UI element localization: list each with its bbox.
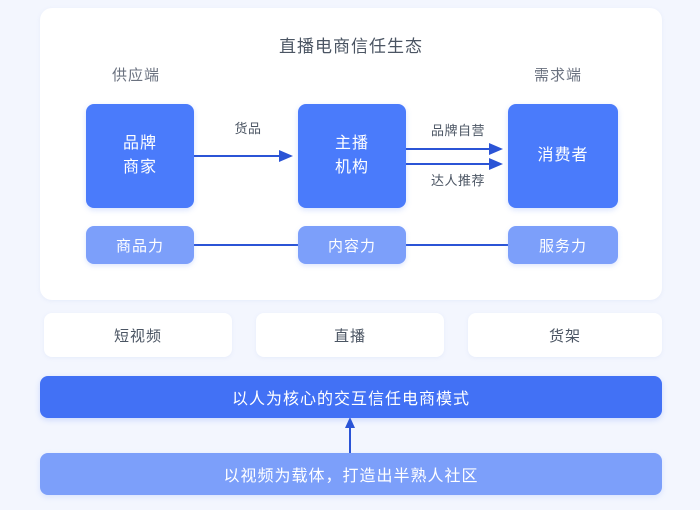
- ecosystem-title: 直播电商信任生态: [279, 37, 423, 56]
- pill-service-power-label: 服务力: [538, 237, 587, 255]
- channel-card-short-video[interactable]: 短视频: [44, 313, 232, 357]
- summary-bar-model-label: 以人为核心的交互信任电商模式: [231, 391, 470, 408]
- arrow-label-brand-self-operated: 品牌自营: [430, 123, 485, 138]
- node-anchor-agency[interactable]: 主播 机构: [298, 104, 406, 208]
- summary-bar-community-label: 以视频为载体，打造出半熟人社区: [223, 468, 479, 485]
- pill-content-power-label: 内容力: [327, 237, 376, 255]
- node-brand-merchant-label: 品牌 商家: [122, 135, 157, 176]
- channel-card-live-stream-label: 直播: [333, 327, 366, 345]
- channel-card-short-video-label: 短视频: [113, 327, 162, 345]
- summary-bar-model[interactable]: 以人为核心的交互信任电商模式: [40, 376, 662, 418]
- pill-content-power[interactable]: 内容力: [298, 226, 406, 264]
- summary-bar-community[interactable]: 以视频为载体，打造出半熟人社区: [40, 453, 662, 495]
- channel-card-shelf[interactable]: 货架: [468, 313, 662, 357]
- demand-side-label: 需求端: [533, 67, 582, 84]
- channel-card-shelf-label: 货架: [548, 327, 581, 345]
- node-consumer-label: 消费者: [537, 147, 589, 164]
- pill-product-power[interactable]: 商品力: [86, 226, 194, 264]
- arrow-community-to-model-group: [345, 417, 355, 453]
- pill-product-power-label: 商品力: [115, 237, 164, 255]
- node-anchor-agency-label: 主播 机构: [334, 135, 369, 176]
- pill-service-power[interactable]: 服务力: [508, 226, 618, 264]
- arrow-label-influencer-recommend: 达人推荐: [430, 173, 485, 188]
- node-consumer[interactable]: 消费者: [508, 104, 618, 208]
- channel-card-live-stream[interactable]: 直播: [256, 313, 444, 357]
- node-brand-merchant[interactable]: 品牌 商家: [86, 104, 194, 208]
- supply-side-label: 供应端: [111, 67, 160, 84]
- arrow-label-goods: 货品: [234, 121, 262, 136]
